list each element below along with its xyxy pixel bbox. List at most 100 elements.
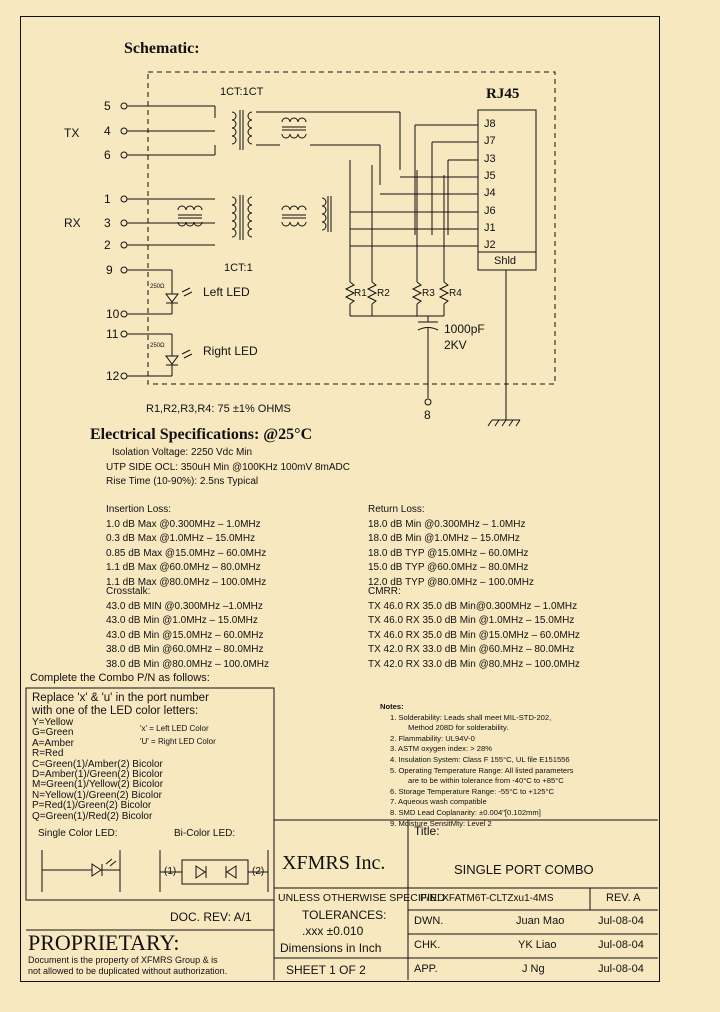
spec-row: 18.0 dB Min @1.0MHz – 15.0MHz: [368, 533, 520, 545]
spec-row: 43.0 dB MIN @0.300MHz –1.0MHz: [106, 600, 263, 612]
shield-ground: [487, 270, 521, 427]
bicolor-led-label: Bi-Color LED:: [174, 828, 236, 839]
color-code: N=Yellow(1)/Green(2) Bicolor: [32, 789, 162, 801]
led-resistor-value: 250Ω: [150, 343, 165, 349]
single-led-label: Single Color LED:: [38, 828, 118, 839]
spec-line: Isolation Voltage: 2250 Vdc Min: [112, 447, 253, 458]
bicolor-pin2: (2): [252, 866, 265, 877]
note-line: 6. Storage Temperature Range: -55°C to +…: [390, 786, 555, 796]
color-code: G=Green: [32, 727, 74, 739]
note-line: 9. Moisture SensitMty: Level 2: [390, 818, 492, 828]
resistor-note: R1,R2,R3,R4: 75 ±1% OHMS: [146, 403, 291, 415]
transformer-bottom-label: 1CT:1: [224, 262, 253, 274]
left-led-circuit: [126, 269, 193, 315]
approval-label: DWN.: [414, 915, 444, 927]
resistor-label: R2: [377, 288, 390, 299]
sheet-border: [20, 16, 660, 982]
spec-row: 15.0 dB TYP @60.0MHz – 80.0MHz: [368, 562, 529, 574]
spec-row: 43.0 dB Min @1.0MHz – 15.0MHz: [106, 615, 258, 627]
pin-label: 4: [104, 124, 111, 138]
note-line: 1. Solderability: Leads shall meet MIL-S…: [390, 712, 552, 722]
notes-title: Notes:: [380, 702, 404, 711]
pin-label: 10: [106, 307, 120, 321]
resistor-label: R1: [354, 288, 367, 299]
spec-row: TX 46.0 RX 35.0 dB Min @15.0MHz – 60.0MH…: [368, 629, 580, 641]
cap-voltage: 2KV: [444, 338, 467, 352]
title-label: Title:: [414, 824, 440, 838]
transformer-top-label: 1CT:1CT: [220, 86, 264, 98]
proprietary-line: not allowed to be duplicated without aut…: [28, 966, 228, 976]
spec-row: 1.1 dB Max @60.0MHz – 80.0MHz: [106, 562, 261, 574]
part-number: P/N: XFATM6T-CLTZxu1-4MS: [420, 893, 554, 904]
spec-row: 18.0 dB TYP @15.0MHz – 60.0MHz: [368, 547, 529, 559]
company-name: XFMRS Inc.: [282, 852, 386, 874]
spec-row: 1.1 dB Max @80.0MHz – 100.0MHz: [106, 576, 267, 588]
approval-name: YK Liao: [518, 939, 557, 951]
tx-right-wires: [256, 111, 478, 247]
top-transformer: [231, 110, 307, 150]
resistor-label: R3: [422, 288, 435, 299]
single-led-symbol: [41, 850, 121, 892]
combo-intro: Replace 'x' & 'u' in the port number wit…: [32, 692, 209, 718]
rj45-pin: J6: [484, 205, 496, 217]
resistor-network: [344, 160, 450, 406]
combo-heading: Complete the Combo P/N as follows:: [30, 672, 210, 684]
resistor-label: R4: [449, 288, 462, 299]
rj45-pin: J7: [484, 135, 496, 147]
bottom-transformer: [177, 195, 332, 240]
section-title: Return Loss:: [368, 504, 425, 515]
approval-name: Juan Mao: [516, 915, 565, 927]
tolerance-value: .xxx ±0.010: [302, 924, 364, 938]
note-line: 3. ASTM oxygen index: > 28%: [390, 744, 492, 754]
spec-row: 0.3 dB Max @1.0MHz – 15.0MHz: [106, 533, 256, 545]
left-led-label: Left LED: [203, 285, 250, 299]
rj45-pin: J1: [484, 222, 496, 234]
approval-label: CHK.: [414, 939, 441, 951]
note-line: 5. Operating Temperature Range: All list…: [390, 765, 574, 775]
electrical-title: Electrical Specifications: @25°C: [90, 426, 313, 443]
note-line: 2. Flammability: UL94V-0: [390, 733, 475, 743]
dimensions-note: Dimensions in Inch: [280, 941, 382, 955]
note-line: 7. Aqueous wash compatible: [390, 797, 487, 807]
tx-wires: [126, 105, 216, 156]
pin-label: 6: [104, 148, 111, 162]
pin-label: 11: [106, 327, 119, 341]
note-line: 8. SMD Lead Coplanarity: ±0.004"[0.102mm…: [390, 807, 541, 817]
section-title: Insertion Loss:: [106, 504, 172, 515]
combo-colors: Y=Yellow G=Green A=Amber R=Red C=Green(1…: [32, 717, 163, 822]
note-line: 4. Insulation System: Class F 155°C, UL …: [390, 754, 570, 764]
spec-row: 12.0 dB TYP @80.0MHz – 100.0MHz: [368, 576, 534, 588]
tx-label: TX: [64, 126, 80, 140]
note-line: Method 208D for solderability.: [408, 723, 509, 733]
color-code: R=Red: [32, 748, 64, 760]
left-led-note: 'x' = Left LED Color: [140, 724, 209, 733]
notes: Notes: 1. Solderability: Leads shall mee…: [380, 702, 573, 829]
crosstalk: Crosstalk: 43.0 dB MIN @0.300MHz –1.0MHz…: [106, 585, 269, 673]
spec-row: TX 46.0 RX 35.0 dB Min @1.0MHz – 15.0MHz: [368, 615, 575, 627]
color-code: P=Red(1)/Green(2) Bicolor: [32, 800, 152, 812]
proprietary-text: Document is the property of XFMRS Group …: [28, 955, 227, 977]
rx-label: RX: [64, 216, 81, 230]
spec-line: Rise Time (10-90%): 2.5ns Typical: [106, 476, 259, 488]
right-led-note: 'U' = Right LED Color: [140, 737, 216, 746]
unless-note: UNLESS OTHERWISE SPECIFIED: [278, 892, 445, 904]
pin-label: 2: [104, 238, 111, 252]
pin-label: 5: [104, 99, 111, 113]
rj45-label: RJ45: [486, 86, 520, 102]
tolerances-label: TOLERANCES:: [302, 908, 387, 922]
schematic-title: Schematic:: [124, 40, 200, 57]
cap-value: 1000pF: [444, 322, 485, 336]
spec-line: UTP SIDE OCL: 350uH Min @100KHz 100mV 8m…: [106, 461, 350, 473]
schematic-frame: [147, 71, 556, 385]
combo-box: [25, 687, 275, 901]
spec-row: TX 42.0 RX 33.0 dB Min @80.MHz – 100.0MH…: [368, 658, 580, 670]
revision: REV. A: [606, 892, 641, 904]
color-code: Q=Green(1)/Red(2) Bicolor: [32, 810, 153, 822]
spec-row: 38.0 dB Min @80.0MHz – 100.0MHz: [106, 658, 270, 670]
rx-wires: [126, 198, 215, 246]
rj45-body: [477, 109, 537, 271]
rj45-pin: J8: [484, 118, 496, 130]
rj45-pin: Shld: [494, 255, 517, 267]
drawing-title: SINGLE PORT COMBO: [454, 862, 594, 877]
return-loss: Return Loss: 18.0 dB Min @0.300MHz – 1.0…: [368, 503, 534, 591]
